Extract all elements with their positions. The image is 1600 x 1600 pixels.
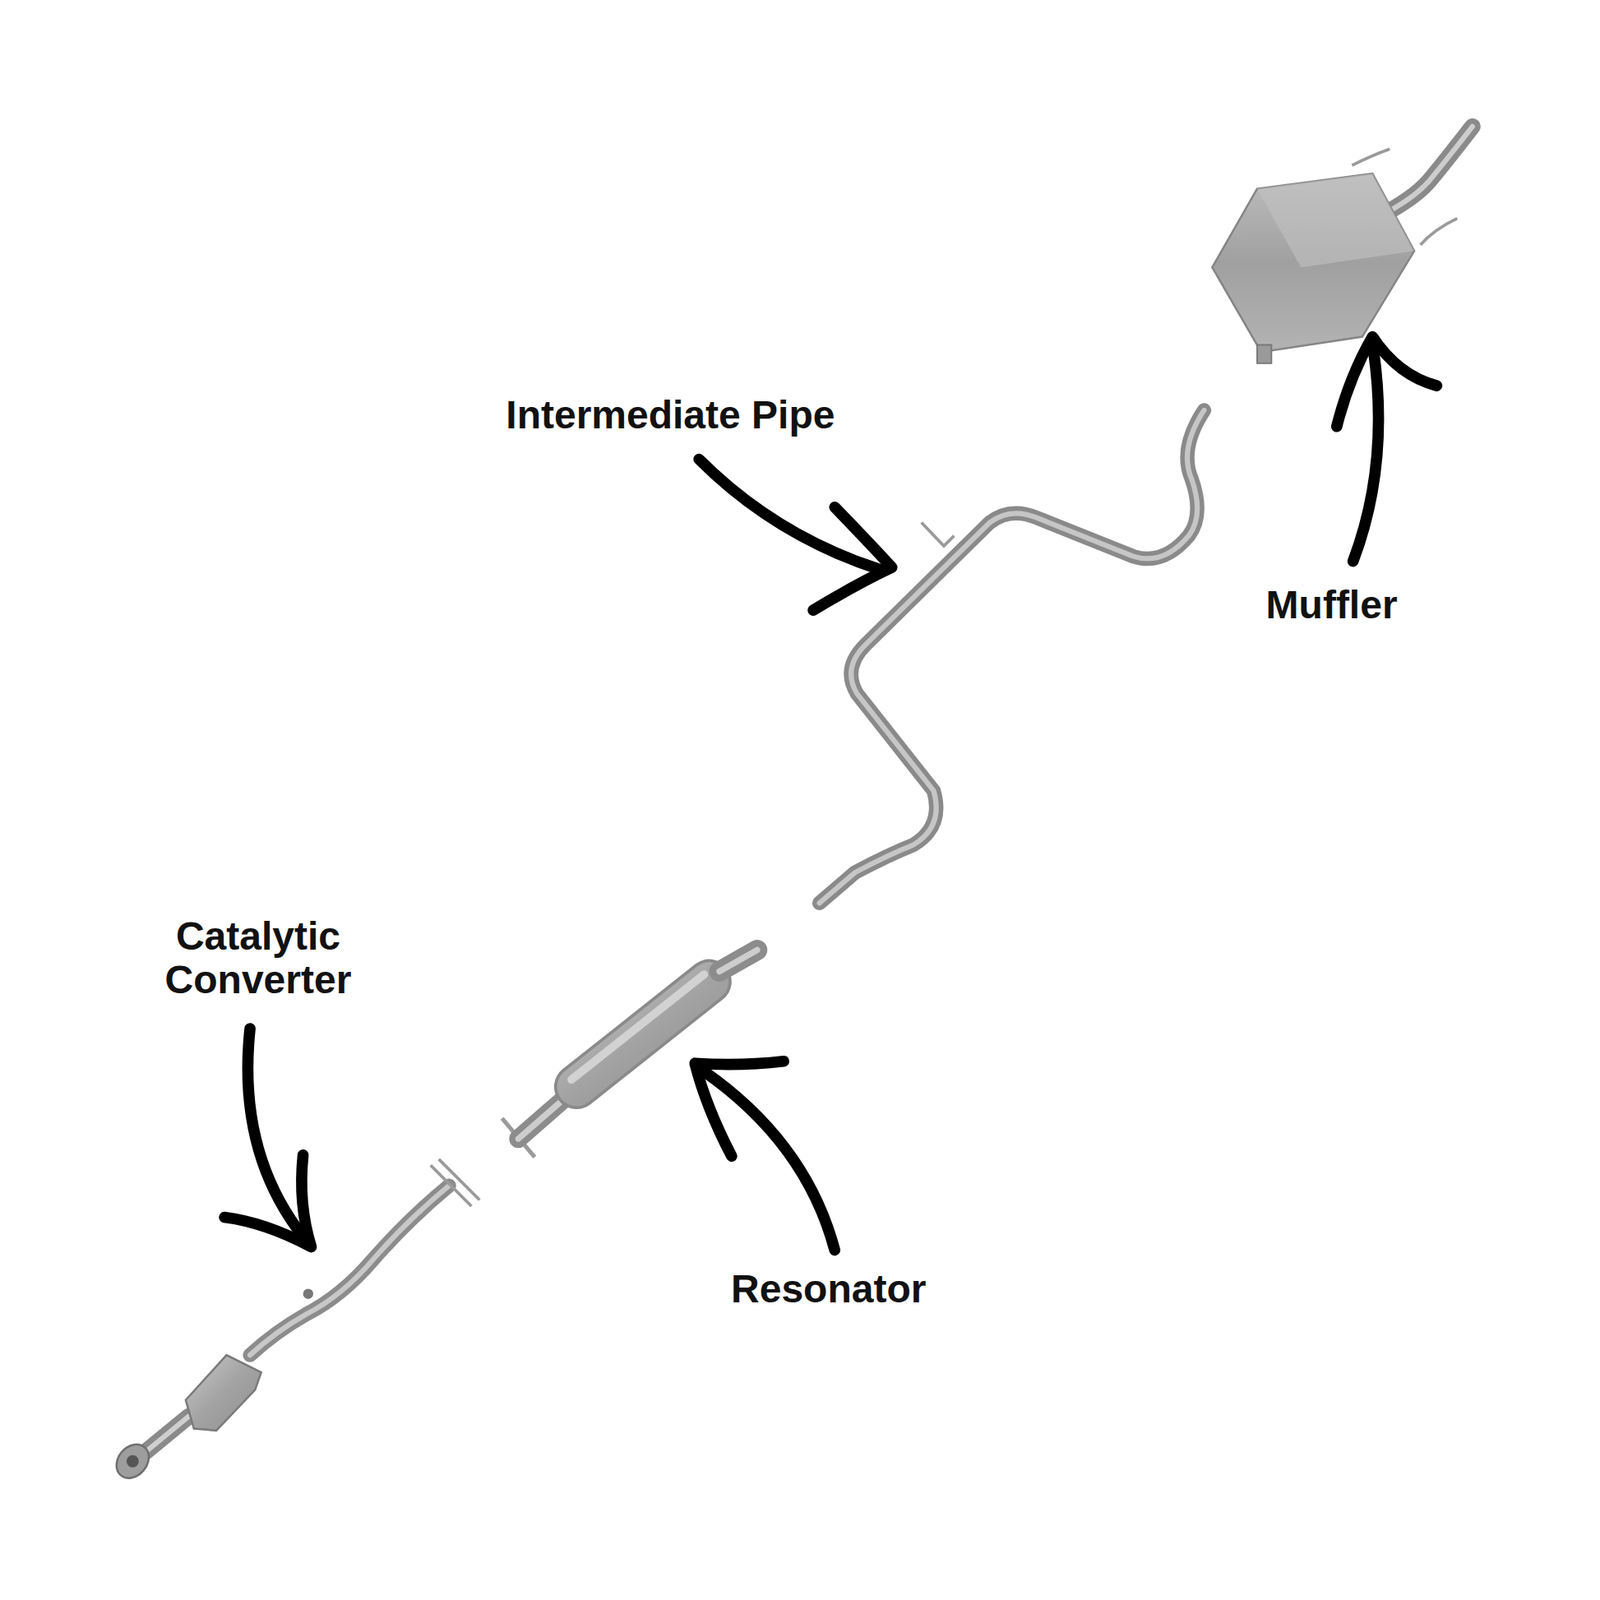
muffler-part	[1211, 126, 1472, 364]
catalytic-converter-part	[110, 1159, 481, 1485]
part-label: Catalytic Converter	[122, 914, 394, 1004]
leader-arrow	[703, 1071, 835, 1250]
arrow-head	[813, 507, 893, 611]
part-label: Intermediate Pipe	[505, 393, 835, 438]
arrow-head	[1336, 337, 1438, 427]
part-label: Muffler	[1266, 582, 1398, 628]
leader-arrow	[247, 1028, 304, 1238]
intermediate-pipe-part	[819, 410, 1205, 903]
leader-arrows	[224, 337, 1437, 1251]
part-label: Resonator	[730, 1267, 926, 1312]
arrow-head	[694, 1061, 784, 1157]
arrow-head	[224, 1155, 311, 1248]
leader-arrow	[698, 458, 880, 569]
